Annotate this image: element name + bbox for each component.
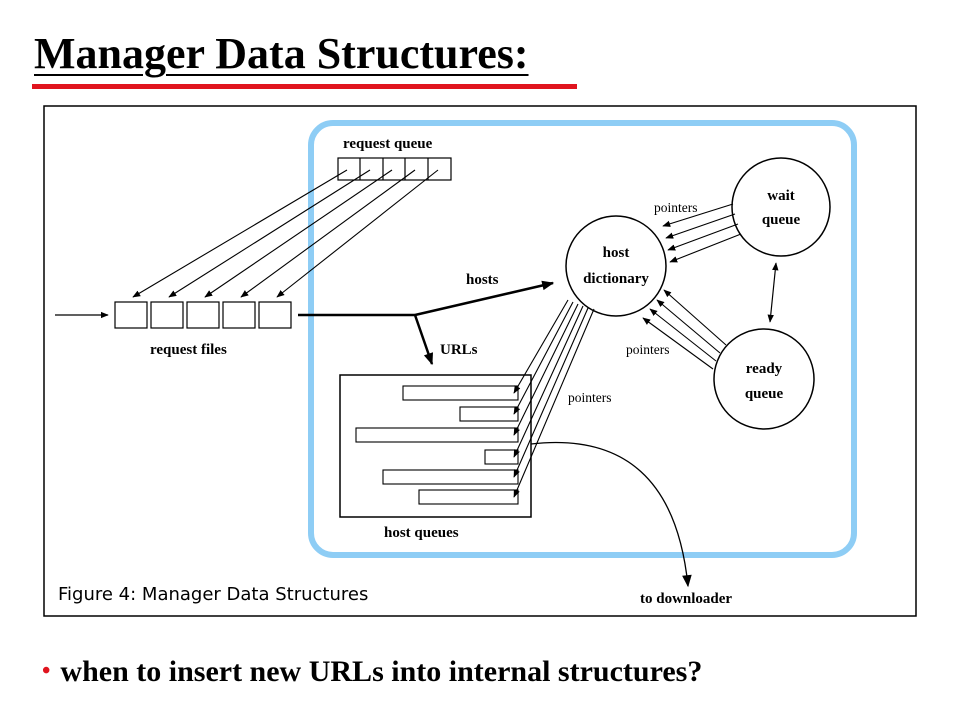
title-underline xyxy=(32,84,577,89)
wait-ready-arrow xyxy=(767,262,779,323)
wait-label: wait xyxy=(767,188,795,204)
wait-pointers xyxy=(662,203,742,263)
request-files-label: request files xyxy=(150,342,227,358)
to-downloader-label: to downloader xyxy=(640,591,732,607)
bullet-item: • when to insert new URLs into internal s… xyxy=(42,652,702,694)
host-dictionary-node xyxy=(565,215,667,317)
slide-title: Manager Data Structures: xyxy=(34,29,529,78)
figure-caption: Figure 4: Manager Data Structures xyxy=(58,584,368,605)
queue-to-files-arrows xyxy=(132,169,439,298)
ready-pointers xyxy=(642,289,727,370)
request-files xyxy=(114,301,292,329)
pointers-wait-label: pointers xyxy=(654,200,698,215)
figure-frame xyxy=(43,105,917,617)
bullet-text: when to insert new URLs into internal st… xyxy=(60,655,703,688)
bullet-dot-icon: • xyxy=(42,658,51,684)
hosts-arrow xyxy=(414,280,555,317)
wait-queue-node xyxy=(731,157,831,257)
host-queue-bars xyxy=(355,385,519,505)
wait-queue-label: queue xyxy=(762,212,801,228)
ready-queue-label: queue xyxy=(745,386,784,402)
pointers-hostq-label: pointers xyxy=(568,390,612,405)
hostq-pointers xyxy=(513,299,595,498)
ready-label: ready xyxy=(746,361,783,377)
pointers-ready-label: pointers xyxy=(626,342,670,357)
request-queue-label: request queue xyxy=(343,136,433,152)
request-queue xyxy=(337,157,452,181)
urls-label: URLs xyxy=(440,342,478,358)
ready-queue-node xyxy=(713,328,815,430)
host-label: host xyxy=(603,245,630,261)
hosts-label: hosts xyxy=(466,272,499,288)
dictionary-label: dictionary xyxy=(583,271,649,287)
highlight-box xyxy=(308,120,857,558)
host-queues-label: host queues xyxy=(384,525,459,541)
downloader-arrow xyxy=(530,441,692,588)
urls-arrow xyxy=(413,314,434,366)
